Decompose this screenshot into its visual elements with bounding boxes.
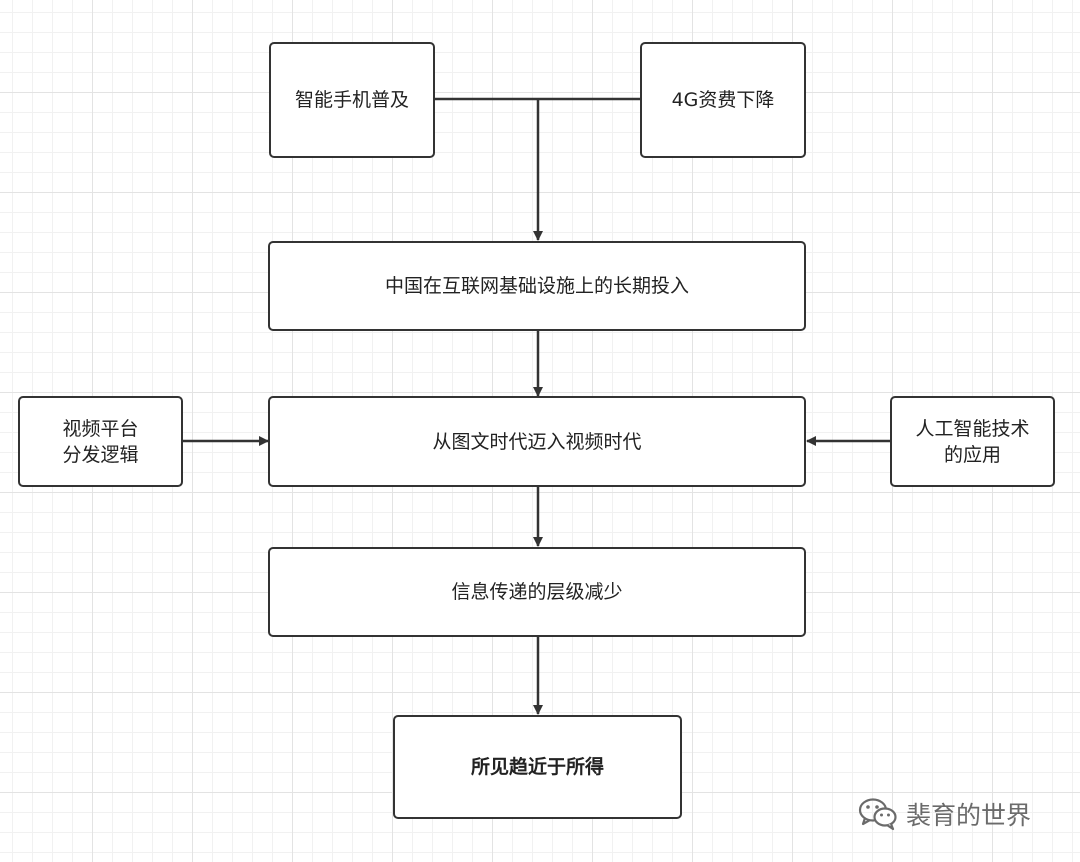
node-infrastructure-investment[interactable]: 中国在互联网基础设施上的长期投入 xyxy=(268,241,806,331)
node-video-platform-logic[interactable]: 视频平台 分发逻辑 xyxy=(18,396,183,487)
node-smartphone-adoption[interactable]: 智能手机普及 xyxy=(269,42,435,158)
node-ai-technology[interactable]: 人工智能技术 的应用 xyxy=(890,396,1055,487)
node-video-era-label: 从图文时代迈入视频时代 xyxy=(432,430,642,453)
node-smartphone-adoption-label: 智能手机普及 xyxy=(294,89,409,111)
node-infrastructure-investment-label: 中国在互联网基础设施上的长期投入 xyxy=(384,275,689,297)
node-ai-technology-label: 人工智能技术 的应用 xyxy=(915,417,1030,466)
node-video-era[interactable]: 从图文时代迈入视频时代 xyxy=(268,396,806,487)
watermark-text: 裴育的世界 xyxy=(906,801,1032,830)
wechat-icon xyxy=(858,798,897,831)
node-fewer-info-layers[interactable]: 信息传递的层级减少 xyxy=(268,547,806,637)
node-fewer-info-layers-label: 信息传递的层级减少 xyxy=(451,581,623,603)
node-wysiwyg[interactable]: 所见趋近于所得 xyxy=(393,715,682,819)
watermark: 裴育的世界 xyxy=(858,792,1058,836)
node-4g-fee-drop-label: 4G资费下降 xyxy=(671,89,775,111)
node-video-platform-logic-label: 视频平台 分发逻辑 xyxy=(62,417,139,466)
node-wysiwyg-label: 所见趋近于所得 xyxy=(470,756,604,778)
node-4g-fee-drop[interactable]: 4G资费下降 xyxy=(640,42,806,158)
